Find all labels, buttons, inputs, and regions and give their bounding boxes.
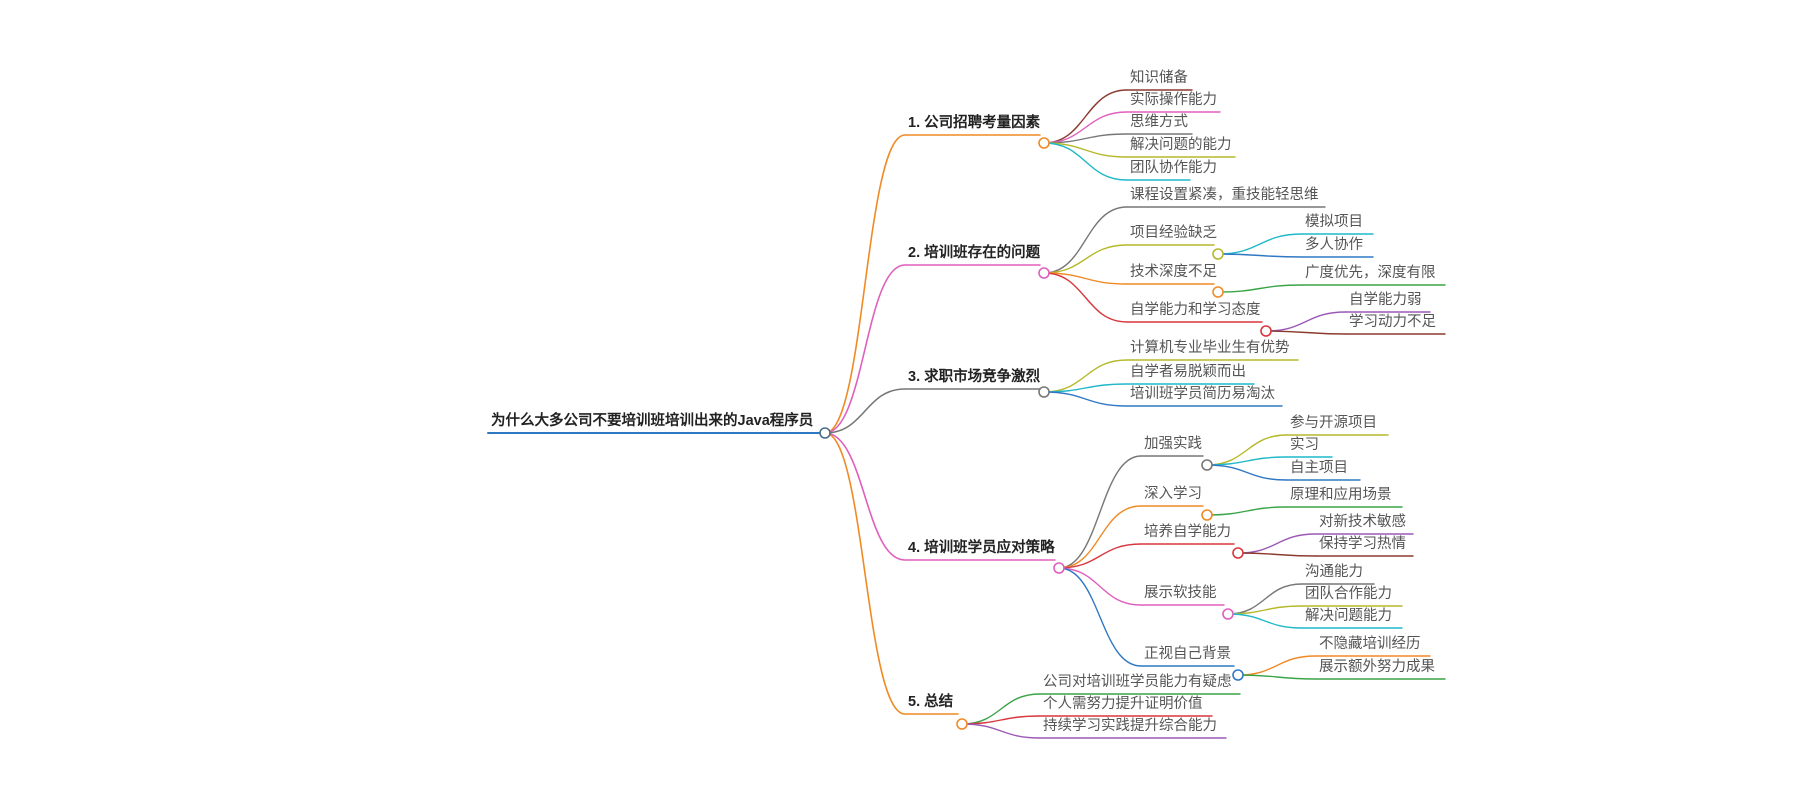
leaf-topic: 解决问题能力	[1305, 608, 1392, 624]
subtopic-connector	[1058, 543, 1142, 569]
collapse-toggle[interactable]	[1260, 325, 1272, 337]
leaf-topic: 对新技术敏感	[1319, 514, 1406, 530]
subtopic-connector	[1043, 206, 1128, 274]
collapse-toggle[interactable]	[819, 427, 831, 439]
subtopic-connector	[1058, 567, 1142, 667]
collapse-toggle[interactable]	[1038, 267, 1050, 279]
subtopic: 加强实践	[1144, 436, 1202, 452]
leaf-topic: 模拟项目	[1305, 214, 1363, 230]
subtopic-connector	[1043, 272, 1128, 285]
subtopic: 技术深度不足	[1130, 264, 1217, 280]
branch-connector	[824, 432, 906, 561]
leaf-topic: 保持学习热情	[1319, 536, 1406, 552]
branch-topic: 2. 培训班存在的问题	[908, 245, 1041, 261]
root-topic: 为什么大多公司不要培训班培训出来的Java程序员	[491, 413, 814, 429]
collapse-toggle[interactable]	[1212, 286, 1224, 298]
subtopic: 实际操作能力	[1130, 92, 1217, 108]
branch-connector	[824, 134, 906, 434]
collapse-toggle[interactable]	[1232, 547, 1244, 559]
collapse-toggle[interactable]	[1212, 248, 1224, 260]
branch-connector	[824, 432, 906, 715]
subtopic-connector	[1058, 455, 1142, 569]
leaf-connector	[1217, 233, 1303, 255]
leaf-topic: 团队合作能力	[1305, 586, 1392, 602]
subtopic-connector	[1058, 567, 1142, 606]
leaf-connector	[1265, 330, 1347, 335]
subtopic: 个人需努力提升证明价值	[1043, 696, 1203, 712]
collapse-toggle[interactable]	[1053, 562, 1065, 574]
leaf-topic: 参与开源项目	[1290, 415, 1377, 431]
leaf-connector	[1217, 284, 1303, 293]
leaf-connector	[1206, 506, 1288, 516]
leaf-connector	[1237, 552, 1317, 557]
subtopic-connector	[1043, 272, 1128, 323]
subtopic: 解决问题的能力	[1130, 137, 1232, 153]
subtopic-connector	[1043, 244, 1128, 274]
collapse-toggle[interactable]	[1201, 459, 1213, 471]
leaf-connector	[1227, 613, 1303, 629]
subtopic: 培训班学员简历易淘汰	[1130, 386, 1275, 402]
subtopic: 展示软技能	[1144, 585, 1217, 601]
subtopic: 计算机专业毕业生有优势	[1130, 340, 1290, 356]
subtopic-connector	[1043, 391, 1128, 407]
branch-connector	[824, 388, 906, 434]
collapse-toggle[interactable]	[1222, 608, 1234, 620]
subtopic: 公司对培训班学员能力有疑虑	[1043, 674, 1232, 690]
subtopic: 课程设置紧凑，重技能轻思维	[1130, 187, 1319, 203]
subtopic: 自学能力和学习态度	[1130, 302, 1261, 318]
branch-connector	[824, 264, 906, 434]
branch-topic: 1. 公司招聘考量因素	[908, 115, 1041, 131]
subtopic: 深入学习	[1144, 486, 1202, 502]
collapse-toggle[interactable]	[1232, 669, 1244, 681]
collapse-toggle[interactable]	[1038, 137, 1050, 149]
subtopic-connector	[1043, 359, 1128, 393]
subtopic: 项目经验缺乏	[1130, 225, 1217, 241]
branch-topic: 4. 培训班学员应对策略	[908, 540, 1055, 556]
collapse-toggle[interactable]	[1038, 386, 1050, 398]
subtopic-connector	[1058, 505, 1142, 569]
leaf-topic: 自学能力弱	[1349, 292, 1422, 308]
leaf-connector	[1206, 464, 1288, 481]
leaf-topic: 自主项目	[1290, 460, 1348, 476]
leaf-topic: 原理和应用场景	[1290, 487, 1392, 503]
subtopic: 正视自己背景	[1144, 646, 1231, 662]
subtopic: 知识储备	[1130, 70, 1188, 86]
collapse-toggle[interactable]	[956, 718, 968, 730]
subtopic-connector	[961, 723, 1041, 739]
subtopic-connector	[1043, 142, 1128, 181]
leaf-topic: 多人协作	[1305, 237, 1363, 253]
subtopic: 自学者易脱颖而出	[1130, 364, 1246, 380]
branch-topic: 3. 求职市场竞争激烈	[908, 369, 1041, 385]
leaf-topic: 不隐藏培训经历	[1319, 636, 1421, 652]
leaf-topic: 实习	[1290, 437, 1319, 453]
branch-topic: 5. 总结	[908, 694, 954, 710]
subtopic: 培养自学能力	[1144, 524, 1231, 540]
subtopic-connector	[1043, 89, 1128, 144]
leaf-connector	[1237, 674, 1317, 680]
leaf-topic: 学习动力不足	[1349, 314, 1436, 330]
collapse-toggle[interactable]	[1201, 509, 1213, 521]
subtopic: 团队协作能力	[1130, 160, 1217, 176]
leaf-connector	[1217, 253, 1303, 258]
leaf-topic: 沟通能力	[1305, 564, 1363, 580]
subtopic: 持续学习实践提升综合能力	[1043, 718, 1217, 734]
subtopic: 思维方式	[1130, 114, 1188, 130]
leaf-topic: 展示额外努力成果	[1319, 659, 1435, 675]
leaf-topic: 广度优先，深度有限	[1305, 265, 1436, 281]
